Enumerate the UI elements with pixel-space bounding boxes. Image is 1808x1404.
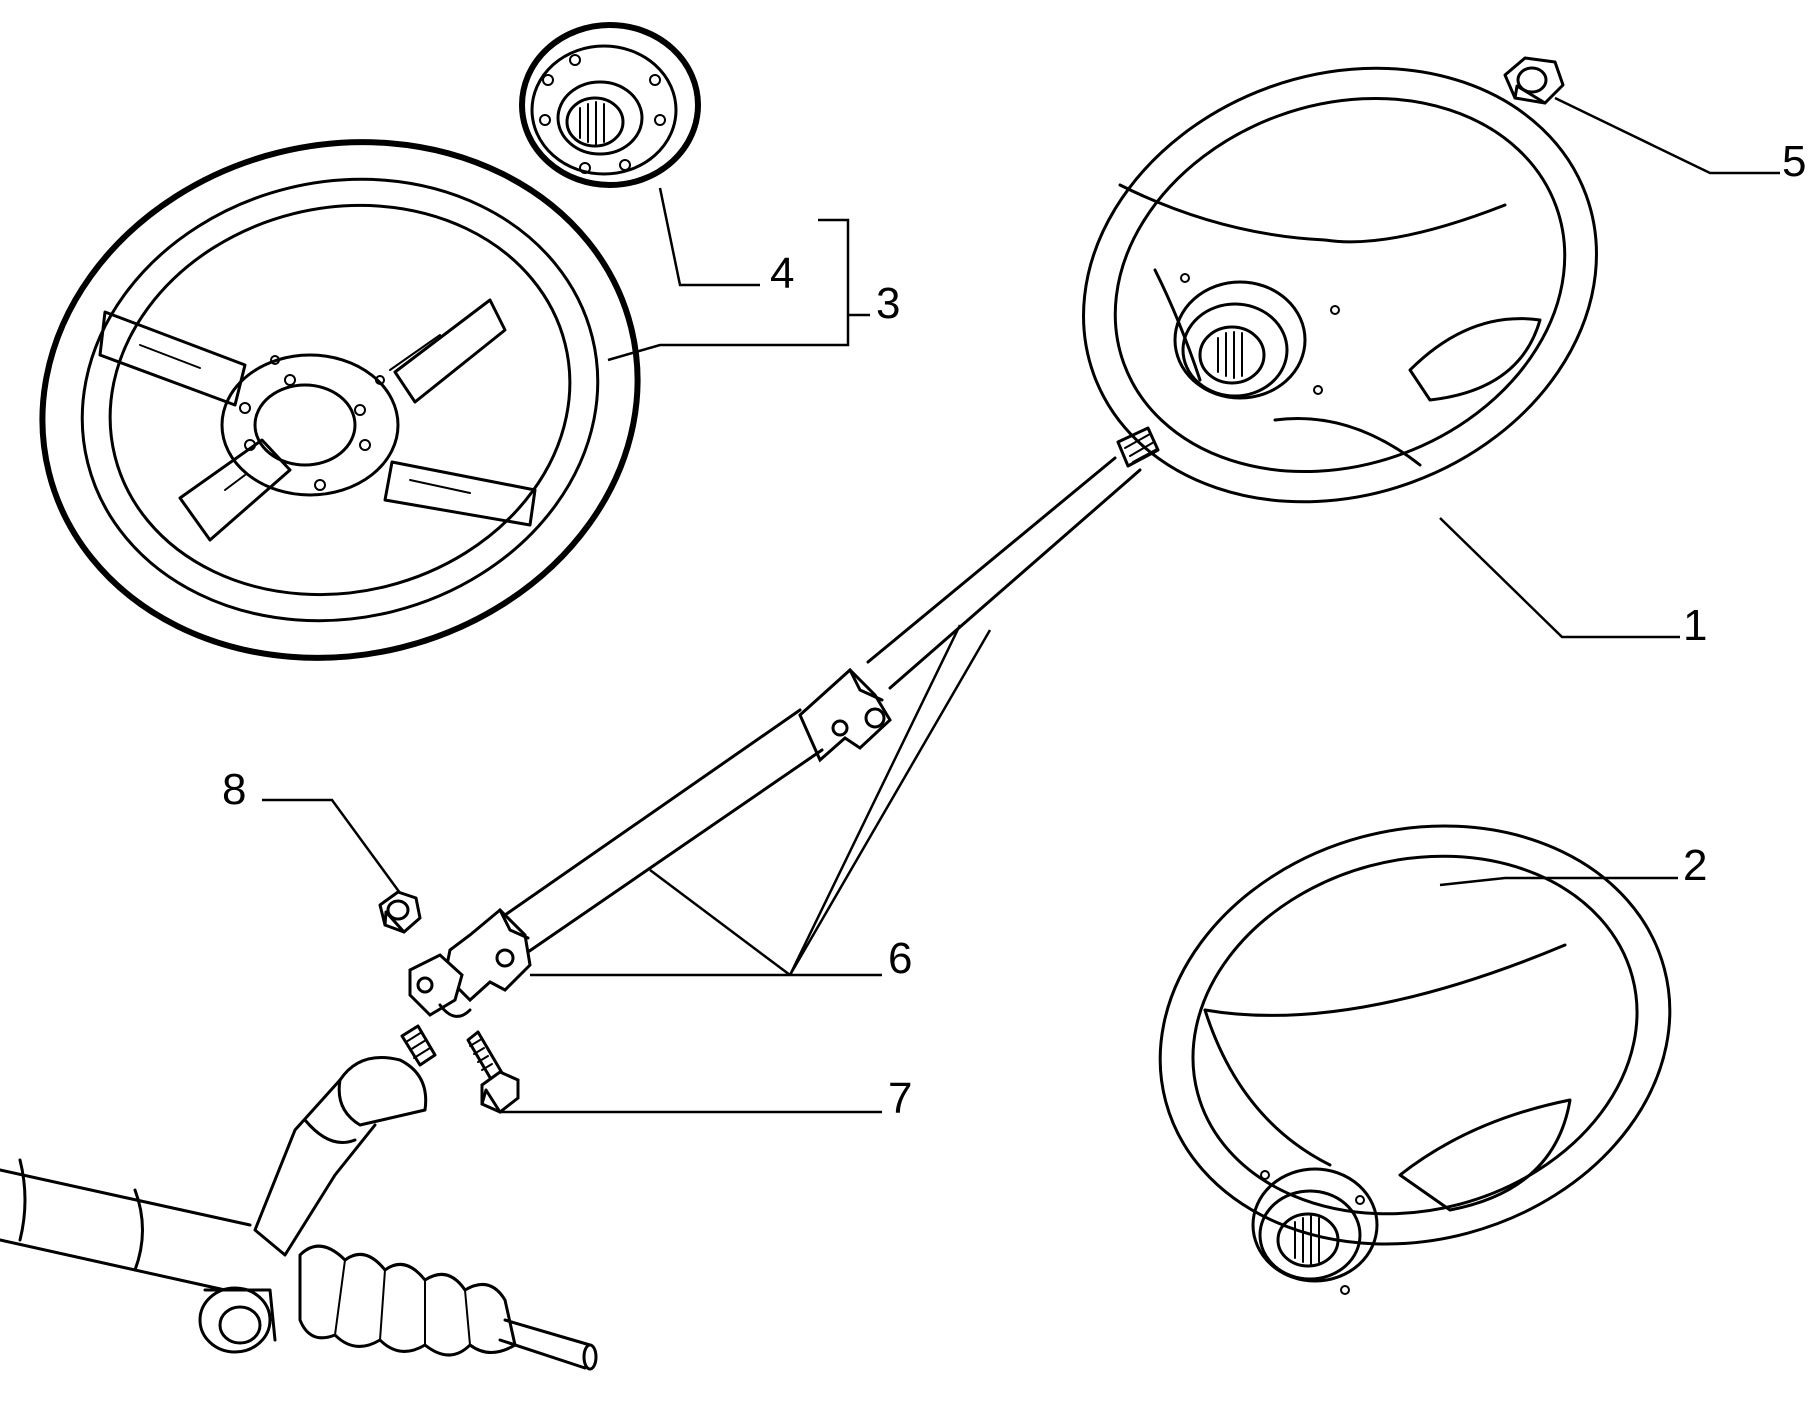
steering-rack-icon [0,1024,598,1371]
leader-1 [1439,517,1680,639]
callout-3: 3 [876,279,900,328]
leader-4 [658,187,760,287]
clamp-bolt-icon [466,1030,520,1114]
sport-steering-wheel-icon [39,139,641,661]
clamp-nut-icon [378,890,422,934]
steering-wheel-type2-icon [1158,824,1672,1295]
callout-8: 8 [222,765,246,814]
callout-4: 4 [770,249,794,298]
leader-6 [530,624,992,977]
callout-5: 5 [1782,137,1806,186]
callout-6: 6 [888,934,912,983]
leader-2 [1439,876,1678,887]
leader-3 [607,218,870,362]
callout-1: 1 [1683,601,1707,650]
callout-2: 2 [1683,841,1707,890]
leader-8 [262,798,402,894]
leader-lines [262,96,1780,1114]
leader-5 [1554,96,1780,175]
hub-adapter-icon [519,22,701,188]
steering-wheel-type1-icon [1082,66,1598,504]
steering-column-icon [408,426,1160,1018]
callout-7: 7 [888,1074,912,1123]
steering-nut-icon [1503,56,1565,105]
